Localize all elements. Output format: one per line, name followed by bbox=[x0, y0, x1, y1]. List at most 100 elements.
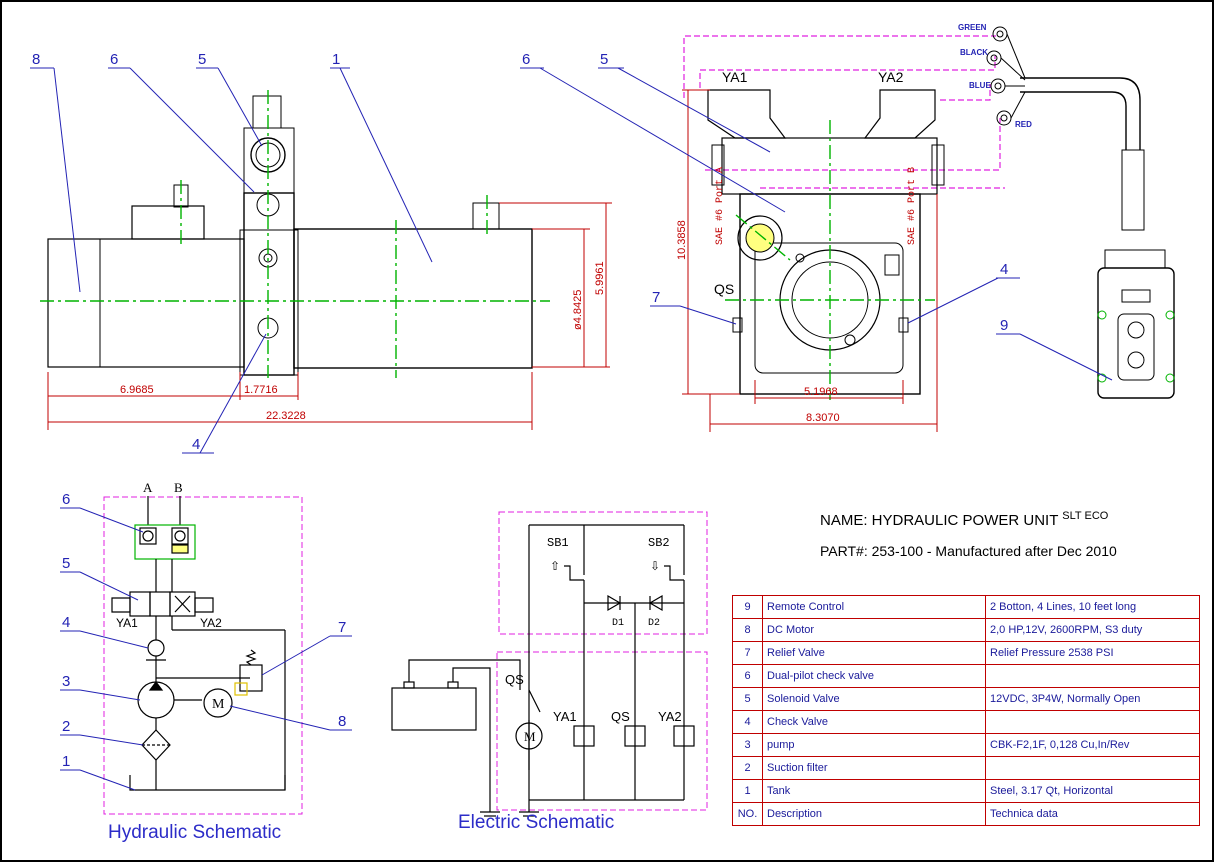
dim-overall-width: 8.3070 bbox=[806, 412, 840, 424]
callout-8: 8 bbox=[32, 51, 40, 68]
callout-5: 5 bbox=[198, 51, 206, 68]
spec-cell-tech: 12VDC, 3P4W, Normally Open bbox=[985, 687, 1200, 711]
coil-ya2-label: YA2 bbox=[658, 709, 682, 724]
filler-cap bbox=[472, 202, 500, 230]
spec-cell-no: 7 bbox=[732, 641, 763, 665]
front-callout-6: 6 bbox=[522, 51, 530, 68]
dim-height: 5.9961 bbox=[594, 261, 606, 295]
front-callout-4: 4 bbox=[1000, 261, 1008, 278]
spec-cell-no: 9 bbox=[732, 595, 763, 619]
callout-6: 6 bbox=[110, 51, 118, 68]
sb2-arrow-down-icon: ⇩ bbox=[650, 559, 660, 573]
d2-label: D2 bbox=[648, 618, 660, 629]
spec-cell-tech: Steel, 3.17 Qt, Horizontal bbox=[985, 779, 1200, 803]
coil-ya1-label: YA1 bbox=[553, 709, 577, 724]
spec-cell-no: 6 bbox=[732, 664, 763, 688]
part-number: PART#: 253-100 - Manufactured after Dec … bbox=[820, 543, 1117, 559]
hyd-callout-4: 4 bbox=[62, 614, 70, 631]
spec-cell-desc: Dual-pilot check valve bbox=[762, 664, 986, 688]
spec-cell-desc: Relief Valve bbox=[762, 641, 986, 665]
spec-cell-desc: pump bbox=[762, 733, 986, 757]
hyd-callout-8: 8 bbox=[338, 713, 346, 730]
dim-manifold-width: 1.7716 bbox=[244, 384, 278, 396]
cable-strain-relief bbox=[1121, 149, 1145, 231]
spec-cell-desc: DC Motor bbox=[762, 618, 986, 642]
callout-4: 4 bbox=[192, 436, 200, 453]
hyd-callout-3: 3 bbox=[62, 673, 70, 690]
wire-red-label: RED bbox=[1015, 120, 1032, 129]
front-callout-5: 5 bbox=[600, 51, 608, 68]
hyd-callout-2: 2 bbox=[62, 718, 70, 735]
spec-cell-tech: Technica data bbox=[985, 802, 1200, 826]
hyd-ya2: YA2 bbox=[200, 616, 222, 630]
d1-label: D1 bbox=[612, 618, 624, 629]
qs-label: QS bbox=[714, 281, 734, 297]
port-b: B bbox=[174, 480, 183, 495]
drawing-name-suffix: SLT ECO bbox=[1062, 510, 1109, 522]
wire-black-label: BLACK bbox=[960, 48, 988, 57]
hydraulic-schematic: A B bbox=[60, 480, 352, 815]
manifold-block bbox=[243, 192, 295, 376]
tank bbox=[293, 228, 533, 369]
port-a-label: SAE #6 Port A bbox=[715, 167, 726, 245]
hydraulic-schematic-title: Hydraulic Schematic bbox=[108, 822, 282, 843]
sb2-label: SB2 bbox=[648, 536, 670, 550]
port-b-label: SAE #6 Port B bbox=[907, 167, 918, 245]
dim-overall-height: 10.3858 bbox=[676, 220, 688, 260]
elec-motor-m: M bbox=[524, 729, 536, 744]
spec-cell-no: 8 bbox=[732, 618, 763, 642]
motor-symbol-m: M bbox=[212, 697, 225, 712]
spec-cell-no: 3 bbox=[732, 733, 763, 757]
hyd-callout-7: 7 bbox=[338, 619, 346, 636]
hydraulic-frame bbox=[103, 496, 303, 815]
motor-terminal-box bbox=[131, 205, 205, 240]
spec-cell-desc: Suction filter bbox=[762, 756, 986, 780]
spec-cell-tech: 2,0 HP,12V, 2600RPM, S3 duty bbox=[985, 618, 1200, 642]
hyd-callout-5: 5 bbox=[62, 555, 70, 572]
spec-cell-desc: Description bbox=[762, 802, 986, 826]
coil-qs-label: QS bbox=[611, 709, 630, 724]
port-a: A bbox=[143, 480, 153, 495]
callout-1: 1 bbox=[332, 51, 340, 68]
motor-body bbox=[47, 238, 245, 368]
spec-cell-desc: Solenoid Valve bbox=[762, 687, 986, 711]
power-frame bbox=[496, 651, 708, 811]
front-callout-7: 7 bbox=[652, 289, 660, 306]
spec-cell-no: NO. bbox=[732, 802, 763, 826]
dim-motor-length: 6.9685 bbox=[120, 384, 154, 396]
spec-cell-tech bbox=[985, 664, 1200, 688]
hyd-callout-6: 6 bbox=[62, 491, 70, 508]
spec-cell-tech: 2 Botton, 4 Lines, 10 feet long bbox=[985, 595, 1200, 619]
remote-control bbox=[1097, 267, 1175, 399]
dim-base-width: 5.1968 bbox=[804, 386, 838, 398]
pump-housing bbox=[739, 193, 921, 395]
electric-schematic: M SB1 SB2 ⇧ ⇩ D1 D2 QS YA1 QS YA2 bbox=[391, 511, 708, 817]
sb1-arrow-up-icon: ⇧ bbox=[550, 559, 560, 573]
dim-overall-length: 22.3228 bbox=[266, 410, 306, 422]
solenoid-ya1 bbox=[707, 89, 787, 139]
dim-tank-diameter: ø4.8425 bbox=[572, 290, 584, 330]
spec-cell-no: 5 bbox=[732, 687, 763, 711]
spec-cell-no: 4 bbox=[732, 710, 763, 734]
hyd-ya1: YA1 bbox=[116, 616, 138, 630]
spec-cell-desc: Check Valve bbox=[762, 710, 986, 734]
ya1-label: YA1 bbox=[722, 69, 748, 85]
electric-schematic-title: Electric Schematic bbox=[458, 812, 615, 833]
spec-cell-no: 2 bbox=[732, 756, 763, 780]
wire-green-label: GREEN bbox=[958, 23, 987, 32]
side-view: 6.9685 1.7716 22.3228 ø4.8425 5.9961 8 6… bbox=[30, 51, 612, 454]
spec-cell-tech bbox=[985, 756, 1200, 780]
spec-cell-desc: Tank bbox=[762, 779, 986, 803]
